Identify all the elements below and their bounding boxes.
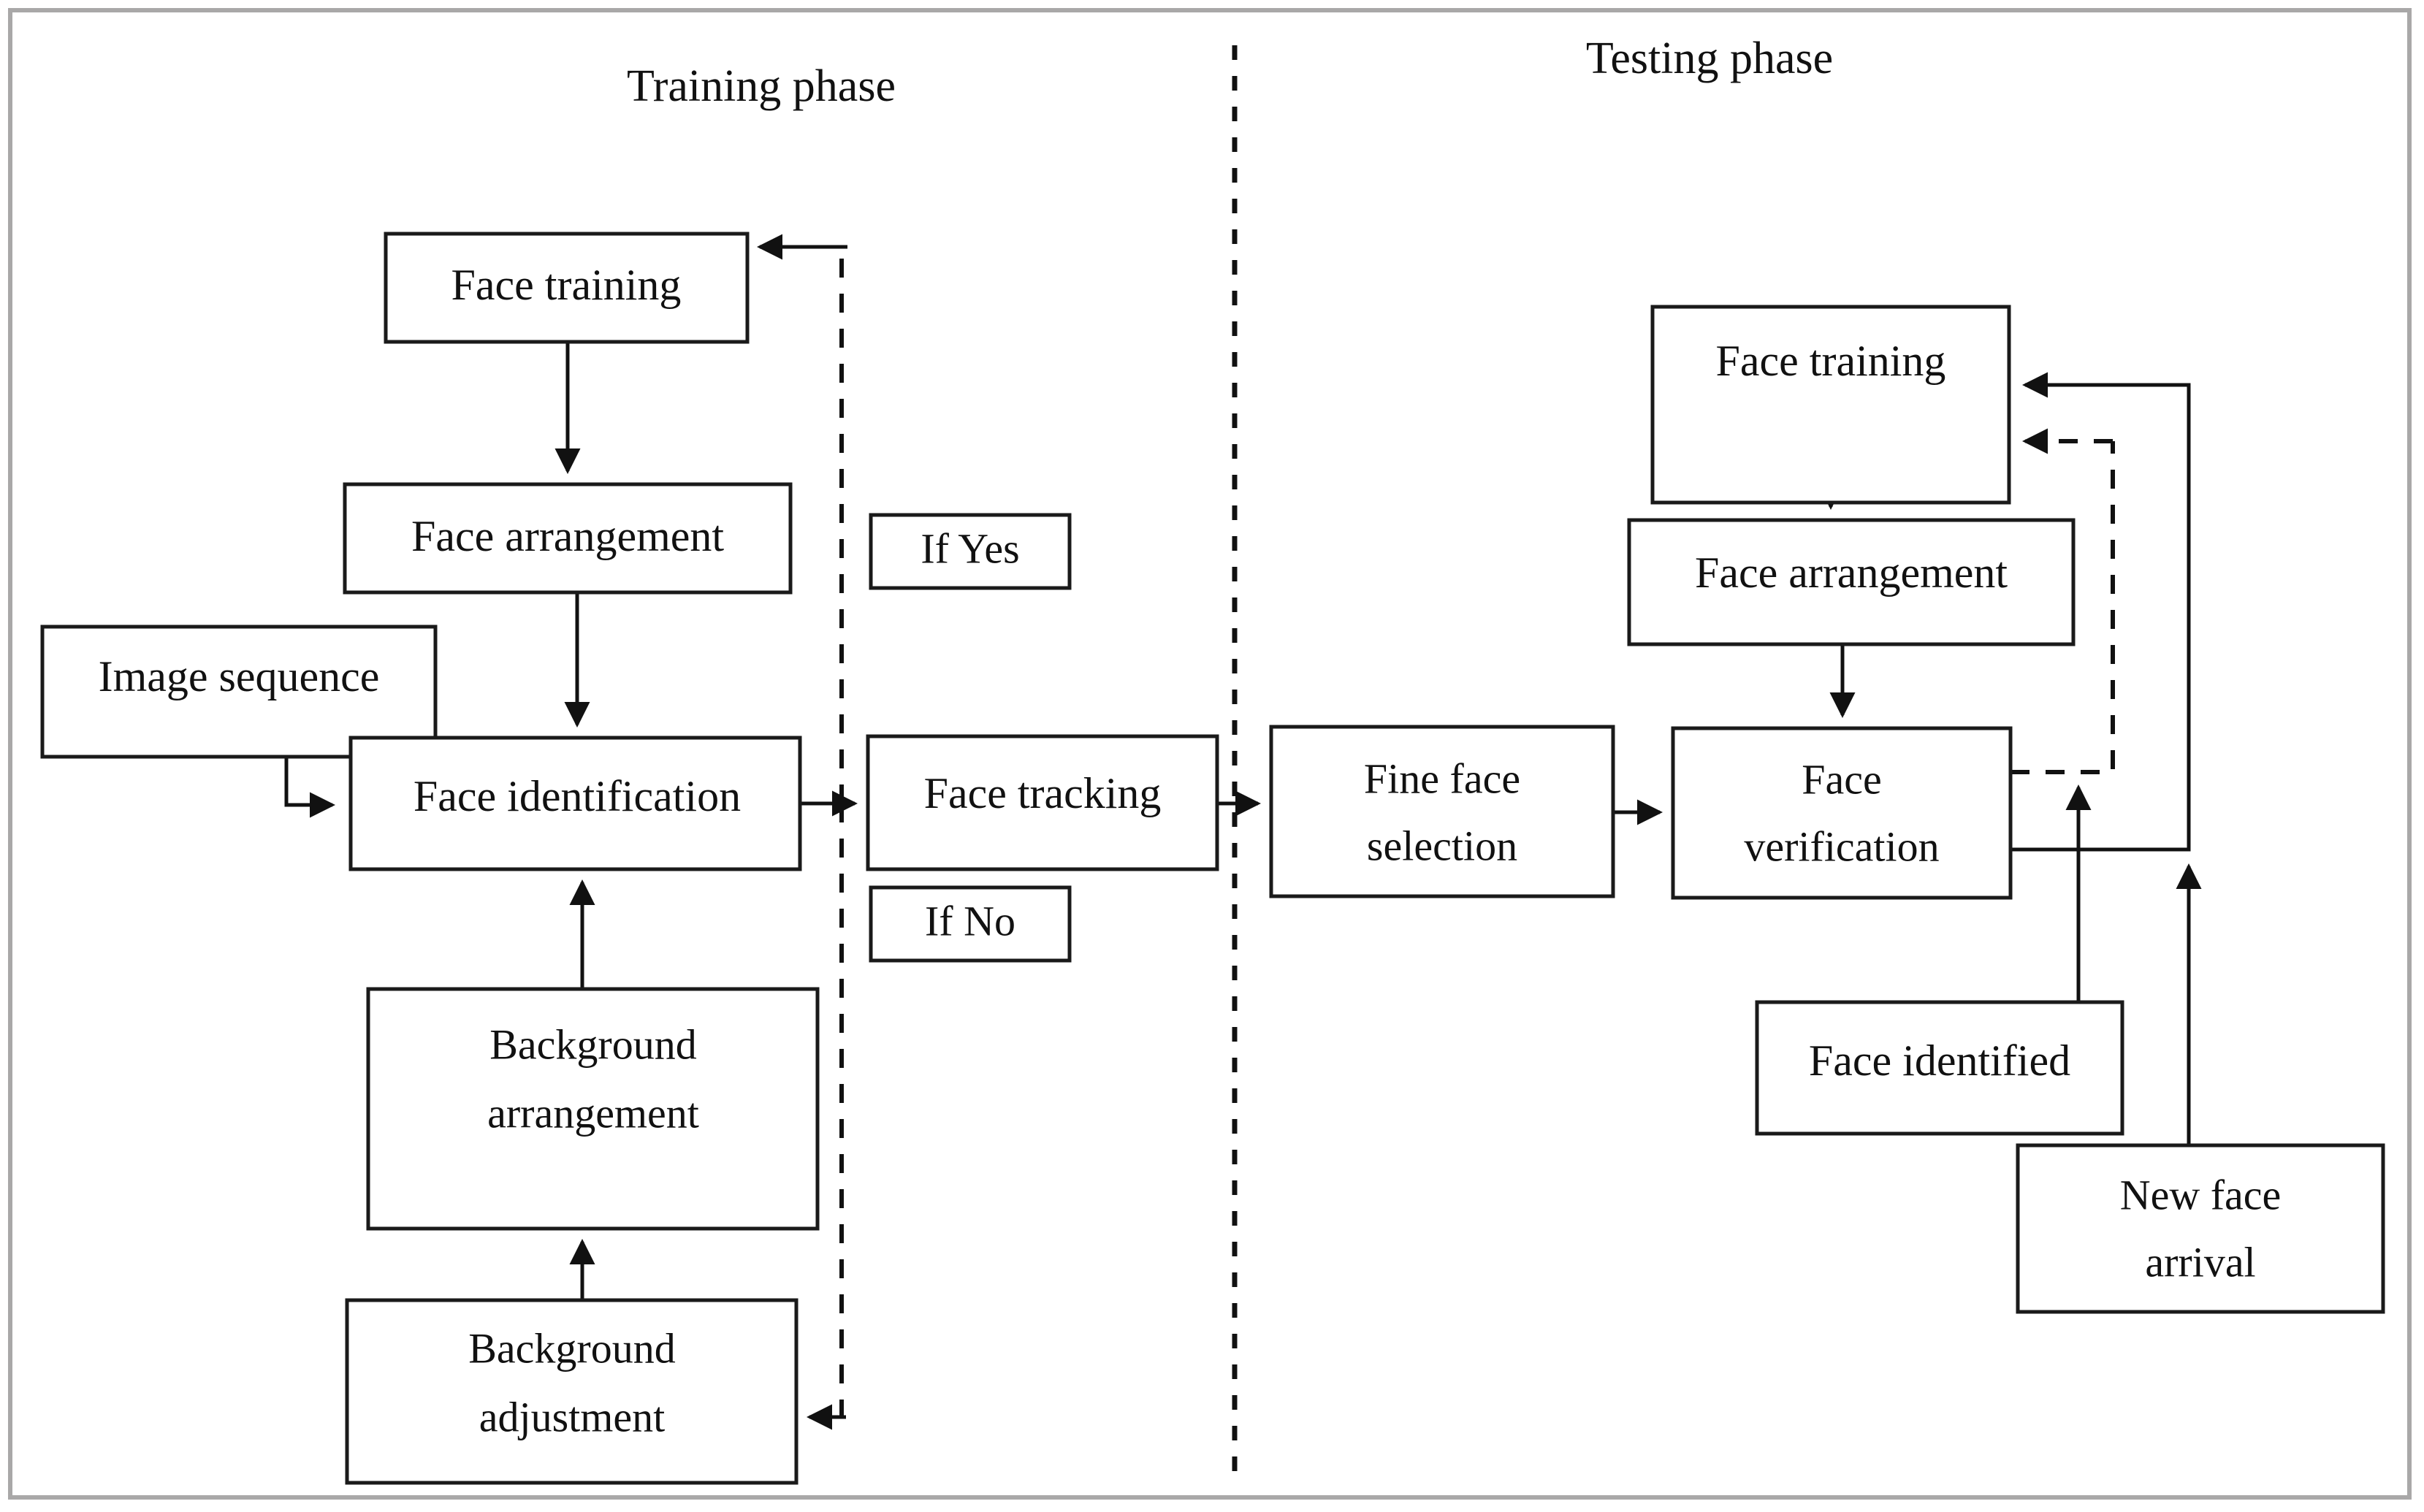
node-box[interactable]: [345, 1298, 799, 1485]
node-box[interactable]: [40, 625, 438, 759]
node-label: If No: [925, 897, 1015, 944]
node-label-line1: New face: [2120, 1171, 2282, 1218]
node-box[interactable]: [866, 734, 1219, 871]
node-label-line1: Face: [1802, 755, 1882, 803]
node-box[interactable]: [1269, 725, 1615, 898]
node-box[interactable]: [348, 736, 802, 871]
edge-face-tracking-if-yes-to-face-training: [756, 234, 847, 803]
node-label-line2: arrangement: [487, 1089, 699, 1137]
node-label: If Yes: [921, 524, 1019, 572]
training-phase-title: Training phase: [627, 61, 896, 111]
node-label: Face arrangement: [1695, 549, 2008, 597]
node-box[interactable]: [1627, 518, 2076, 646]
edge-face-verification-solid-to-test-face-training: [2011, 372, 2191, 852]
node-box[interactable]: [366, 987, 820, 1231]
node-label: Face identified: [1809, 1036, 2070, 1085]
node-face-arrangement-testing[interactable]: Face arrangement: [1627, 518, 2076, 646]
node-face-training-training[interactable]: Face training: [384, 232, 750, 344]
node-label-line2: adjustment: [479, 1393, 666, 1440]
node-label-line1: Fine face: [1364, 755, 1520, 802]
node-box[interactable]: [1671, 726, 2013, 900]
node-face-verification[interactable]: Face verification: [1671, 726, 2013, 900]
node-box[interactable]: [2016, 1143, 2385, 1314]
node-fine-face-selection[interactable]: Fine face selection: [1269, 725, 1615, 898]
node-label-line2: selection: [1367, 822, 1517, 869]
node-background-arrangement[interactable]: Background arrangement: [366, 987, 820, 1231]
edge-face-tracking-if-no-to-background-adjustment: [806, 803, 846, 1430]
node-label: Face training: [451, 261, 682, 309]
node-background-adjustment[interactable]: Background adjustment: [345, 1298, 799, 1485]
node-label: Image sequence: [99, 652, 380, 700]
testing-phase-title: Testing phase: [1586, 34, 1833, 83]
node-label-line2: arrival: [2145, 1238, 2255, 1286]
node-if-yes[interactable]: If Yes: [869, 513, 1072, 590]
node-label: Face training: [1716, 337, 1946, 385]
node-box[interactable]: [343, 482, 793, 595]
node-label-line2: verification: [1744, 822, 1939, 870]
edge-image-sequence-to-face-identification: [284, 757, 336, 818]
node-box[interactable]: [384, 232, 750, 344]
node-label: Face tracking: [924, 769, 1162, 817]
node-face-arrangement-training[interactable]: Face arrangement: [343, 482, 793, 595]
node-face-identified[interactable]: Face identified: [1755, 1000, 2124, 1136]
node-label-line1: Background: [468, 1324, 676, 1372]
node-box[interactable]: [869, 513, 1072, 590]
edge-face-verification-dashed-to-test-face-training: [2011, 428, 2115, 774]
node-image-sequence[interactable]: Image sequence: [40, 625, 438, 759]
node-face-training-testing[interactable]: Face training: [1650, 305, 2011, 505]
node-label: Face arrangement: [411, 512, 724, 560]
node-face-tracking[interactable]: Face tracking: [866, 734, 1219, 871]
node-box[interactable]: [1755, 1000, 2124, 1136]
node-label: Face identification: [413, 772, 741, 820]
node-box[interactable]: [869, 885, 1072, 963]
node-label-line1: Background: [489, 1020, 697, 1068]
node-new-face-arrival[interactable]: New face arrival: [2016, 1143, 2385, 1314]
node-face-identification[interactable]: Face identification: [348, 736, 802, 871]
node-box[interactable]: [1650, 305, 2011, 505]
node-if-no[interactable]: If No: [869, 885, 1072, 963]
